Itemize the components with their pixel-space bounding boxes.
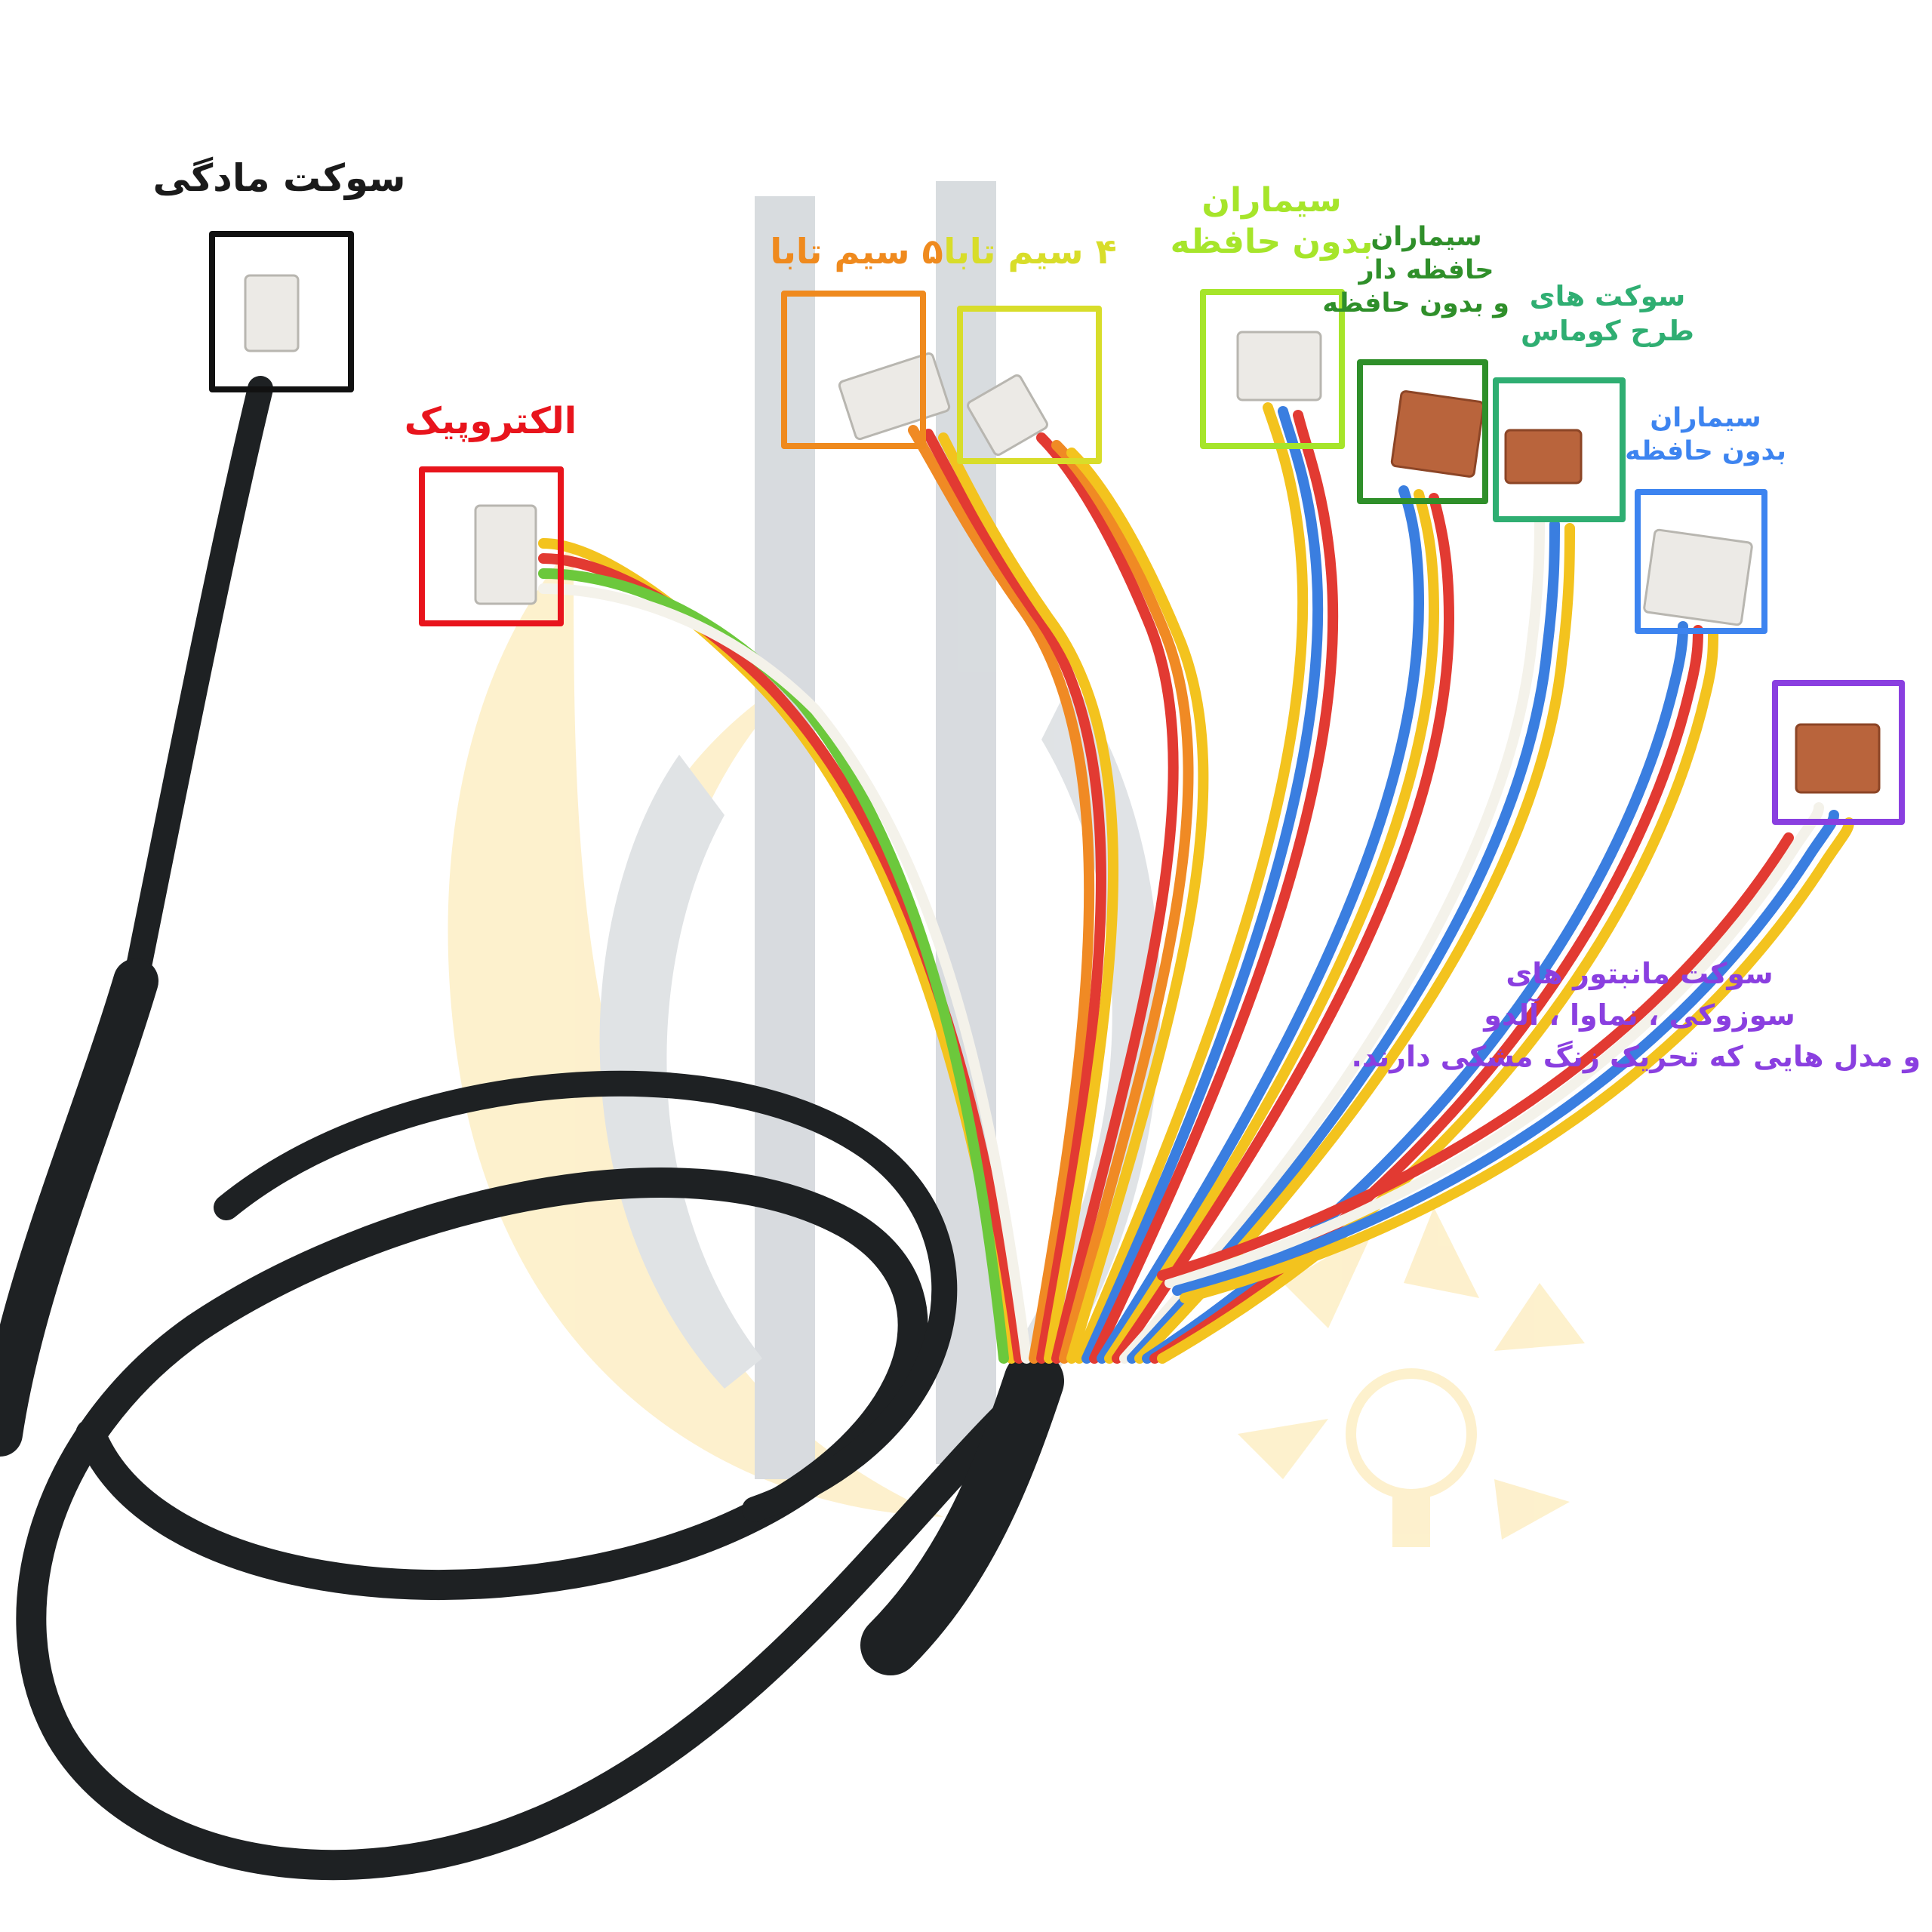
black-cable: [0, 376, 1064, 1881]
box-taba4: [957, 306, 1102, 464]
label-female-socket: سوکت مادگی: [152, 156, 406, 200]
label-line: سیماران: [1650, 403, 1761, 433]
connector-komas: [1504, 429, 1583, 485]
connector-simaran-2: [1643, 528, 1753, 626]
box-simaran-no-memory-2: [1635, 489, 1767, 634]
label-line: بدون حافظه: [1625, 435, 1786, 466]
label-line: سوکت های: [1529, 280, 1686, 312]
label-komas: سوکت های طرح کوماس: [1517, 279, 1698, 349]
label-line: بدون حافظه: [1170, 223, 1374, 261]
connectors: [244, 274, 1881, 794]
label-suzuki: سوکت مانبتور های سوزوکی ، نماوا ، آلدو و…: [1351, 953, 1921, 1078]
label-taba4: ۴ سیم تابا: [943, 231, 1117, 272]
connector-taba4: [967, 374, 1048, 456]
connector-simaran-memory: [1390, 390, 1485, 478]
box-suzuki: [1772, 680, 1905, 825]
watermark-arc-right: [1019, 679, 1161, 1374]
label-simaran-memory: سیماران حافظه دار و بدون حافظه: [1322, 221, 1509, 320]
watermark-bulb-rays: [1238, 1208, 1585, 1547]
watermark-flame: [448, 543, 943, 1517]
label-line: سیماران: [1371, 222, 1482, 252]
label-line: حافظه دار: [1358, 254, 1494, 285]
label-simaran-no-memory-1: سیماران بدون حافظه: [1158, 180, 1385, 263]
box-komas: [1493, 377, 1626, 522]
label-simaran-no-memory-2: سیماران بدون حافظه: [1623, 402, 1789, 469]
label-line: سوزوکی ، نماوا ، آلدو: [1484, 998, 1795, 1032]
box-taba5: [781, 291, 926, 449]
box-female-socket: [209, 231, 354, 392]
label-line: و مدل هایی که تحریک زنگ مشکی دارند.: [1351, 1040, 1921, 1074]
box-simaran-no-memory-1: [1200, 289, 1345, 449]
wire-bundle: [538, 402, 1854, 1364]
box-simaran-memory: [1357, 359, 1488, 504]
watermark-arc: [599, 755, 762, 1389]
box-electropic: [419, 466, 564, 626]
label-line: طرح کوماس: [1521, 315, 1694, 348]
label-line: سیماران: [1201, 181, 1342, 220]
label-taba5: ۵ سیم تابا: [770, 231, 943, 272]
label-electropic: الکتروپیک: [404, 400, 577, 442]
label-line: و بدون حافظه: [1322, 288, 1509, 318]
connector-female-socket: [244, 274, 300, 352]
connector-suzuki: [1795, 723, 1881, 794]
connector-simaran-1: [1236, 331, 1322, 401]
label-line: سوکت مانبتور های: [1506, 957, 1774, 990]
connector-electropic: [474, 504, 537, 605]
